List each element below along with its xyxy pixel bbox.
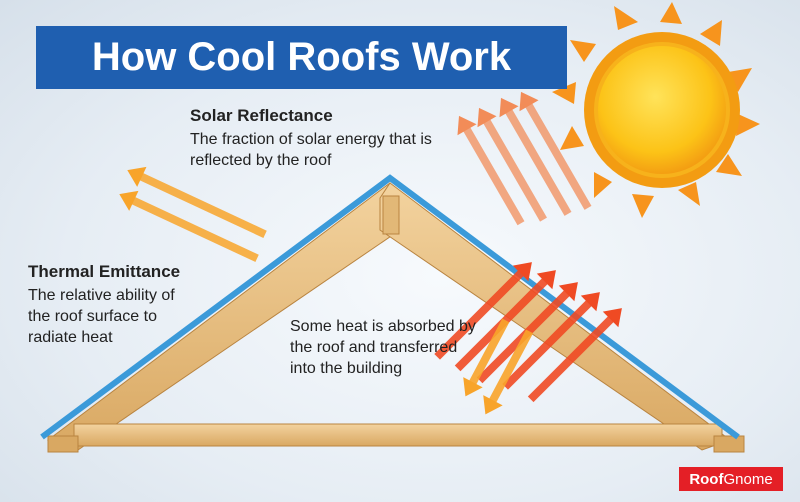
emitted-ray (127, 166, 267, 238)
absorbed-ray (463, 318, 510, 397)
absorption-line2: the roof and transferred (290, 339, 458, 356)
thermal-emittance-heading: Thermal Emittance (28, 262, 181, 281)
reflected-ray (499, 97, 572, 216)
thermal-emittance-line3: radiate heat (28, 329, 113, 346)
reflected-rays (457, 91, 592, 226)
ceiling-joist (73, 423, 723, 447)
absorbed-ray (483, 329, 534, 415)
brand-regular: Gnome (723, 470, 773, 488)
absorption-label: Some heat is absorbed by the roof and tr… (290, 316, 525, 379)
thermal-emittance-line2: the roof surface to (28, 308, 157, 325)
thermal-emittance-line1: The relative ability of (28, 287, 175, 304)
solar-reflectance-heading: Solar Reflectance (190, 106, 333, 125)
incoming-ray (527, 308, 622, 403)
absorption-line3: into the building (290, 360, 403, 377)
incoming-ray (502, 292, 600, 390)
right-beam-end (713, 435, 745, 453)
roof-membrane (40, 174, 740, 440)
left-beam-end (47, 435, 79, 453)
absorbed-heat-rays (463, 318, 534, 415)
brand-bold: Roof (689, 470, 724, 488)
reflected-ray (477, 107, 547, 222)
solar-reflectance-line2: reflected by the roof (190, 152, 332, 169)
right-rafter (379, 182, 732, 451)
page-title: How Cool Roofs Work (91, 35, 512, 79)
thermal-emittance-label: Thermal Emittance The relative ability o… (28, 262, 218, 348)
emitted-ray (119, 190, 259, 262)
roof-structure (40, 174, 745, 453)
reflected-ray (519, 91, 592, 210)
solar-reflectance-line1: The fraction of solar energy that is (190, 131, 432, 148)
emitted-heat-rays (119, 166, 267, 262)
king-post (382, 195, 400, 235)
sun-icon (552, 2, 760, 218)
reflected-ray (457, 115, 525, 226)
solar-reflectance-label: Solar Reflectance The fraction of solar … (190, 106, 510, 171)
title-banner: How Cool Roofs Work (36, 26, 567, 89)
absorption-line1: Some heat is absorbed by (290, 318, 476, 335)
incoming-ray (434, 262, 532, 360)
